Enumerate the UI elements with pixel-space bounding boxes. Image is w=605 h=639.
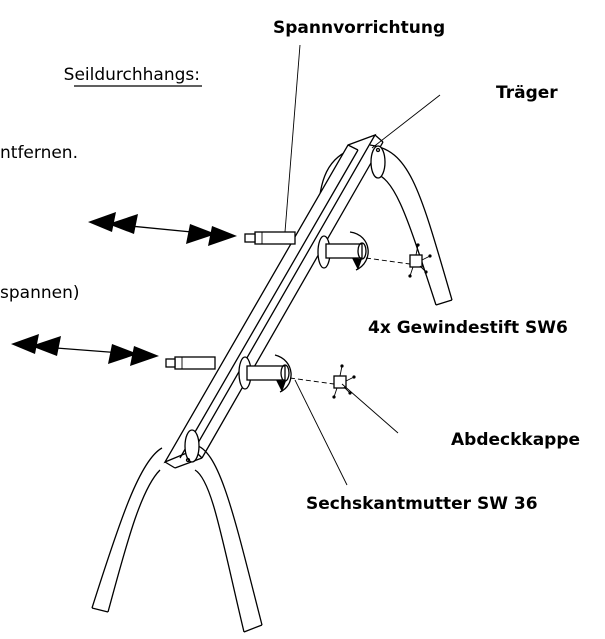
arrow-upper xyxy=(88,212,237,246)
label-sechskantmutter: Sechskantmutter SW 36 xyxy=(306,494,538,514)
leader-spannvorrichtung xyxy=(284,44,301,233)
text-fragment-line2: spannen) xyxy=(0,283,79,303)
left-leg-lower xyxy=(91,447,163,613)
tensioner-upper xyxy=(244,231,432,278)
heading-fragment: Seildurchhangs: xyxy=(64,65,200,85)
leader-sechskantmutter xyxy=(294,379,348,486)
leader-abdeckkappe xyxy=(341,383,399,434)
right-leg-lower xyxy=(194,444,263,633)
text-fragment-line1: ntfernen. xyxy=(0,143,78,163)
tensioner-lower xyxy=(165,354,356,399)
main-beam xyxy=(163,133,386,469)
label-gewindestift: 4x Gewindestift SW6 xyxy=(368,318,568,338)
label-spannvorrichtung: Spannvorrichtung xyxy=(273,18,445,38)
arrow-lower xyxy=(11,334,159,366)
label-abdeckkappe: Abdeckkappe xyxy=(451,430,580,450)
leader-traeger xyxy=(371,94,441,149)
label-traeger: Träger xyxy=(496,83,558,103)
